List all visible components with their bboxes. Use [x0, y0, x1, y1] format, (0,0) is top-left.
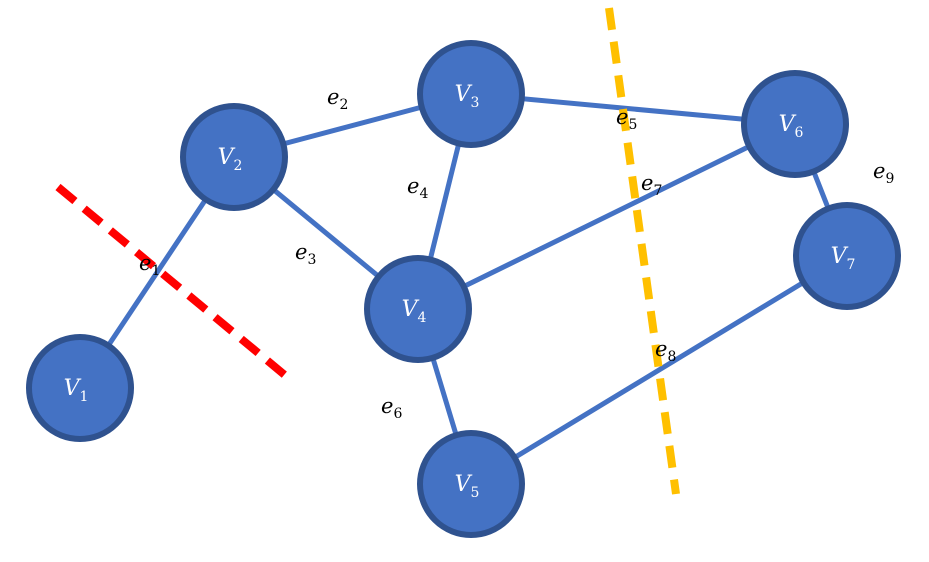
edge-label-e7: e7: [641, 171, 662, 199]
node-circle: [793, 202, 901, 310]
node-circle: [26, 334, 134, 442]
node-v5: V5: [417, 430, 525, 538]
edge-subscript: 1: [151, 263, 160, 279]
node-letter: V: [455, 82, 473, 107]
edge-subscript: 3: [307, 252, 316, 268]
edge-letter: e: [655, 337, 667, 361]
edge-subscript: 5: [628, 117, 637, 133]
node-subscript: 2: [233, 158, 242, 174]
edge-subscript: 8: [667, 349, 676, 365]
node-letter: V: [455, 472, 473, 497]
node-subscript: 1: [79, 389, 88, 405]
edge-label-e5: e5: [616, 105, 637, 133]
edge-subscript: 7: [653, 183, 662, 199]
node-circle: [364, 255, 472, 363]
edge-subscript: 6: [393, 406, 402, 422]
node-letter: V: [402, 297, 420, 322]
edge-e7: [415, 121, 798, 312]
cut-red-line: [55, 183, 295, 385]
node-v4: V4: [364, 255, 472, 363]
edge-letter: e: [873, 159, 885, 183]
node-letter: V: [779, 112, 797, 137]
node-label: V1: [64, 376, 89, 405]
node-letter: V: [831, 244, 849, 269]
edge-letter: e: [641, 171, 653, 195]
edge-e5: [468, 91, 798, 127]
node-subscript: 4: [417, 310, 426, 326]
edge-subscript: 9: [885, 171, 894, 187]
edge-label-e4: e4: [407, 174, 428, 202]
edge-label-e8: e8: [655, 337, 676, 365]
edge-letter: e: [381, 394, 393, 418]
node-subscript: 3: [470, 95, 479, 111]
node-label: V3: [455, 82, 480, 111]
edge-letter: e: [295, 240, 307, 264]
node-label: V4: [402, 297, 427, 326]
node-letter: V: [218, 145, 236, 170]
edge-letter: e: [139, 251, 151, 275]
edge-label-e3: e3: [295, 240, 316, 268]
node-circle: [180, 103, 288, 211]
edge-subscript: 2: [339, 97, 348, 113]
edge-letter: e: [327, 85, 339, 109]
edge-label-e1: e1: [139, 251, 160, 279]
node-v1: V1: [26, 334, 134, 442]
edge-e8: [468, 253, 850, 487]
node-label: V2: [218, 145, 243, 174]
node-subscript: 5: [470, 485, 479, 501]
node-label: V5: [455, 472, 480, 501]
cuts-layer: [55, 7, 680, 495]
edge-label-e9: e9: [873, 159, 894, 187]
edge-letter: e: [616, 105, 628, 129]
node-v7: V7: [793, 202, 901, 310]
node-circle: [417, 430, 525, 538]
cut-orange-line: [605, 7, 680, 495]
node-circle: [417, 40, 525, 148]
edge-letter: e: [407, 174, 419, 198]
edge-label-e2: e2: [327, 85, 348, 113]
node-v6: V6: [741, 70, 849, 178]
node-letter: V: [64, 376, 82, 401]
edge-label-e6: e6: [381, 394, 402, 422]
node-v3: V3: [417, 40, 525, 148]
node-label: V6: [779, 112, 804, 141]
edge-subscript: 4: [419, 186, 428, 202]
node-label: V7: [831, 244, 856, 273]
node-subscript: 6: [794, 125, 803, 141]
node-v2: V2: [180, 103, 288, 211]
node-subscript: 7: [846, 257, 855, 273]
node-circle: [741, 70, 849, 178]
